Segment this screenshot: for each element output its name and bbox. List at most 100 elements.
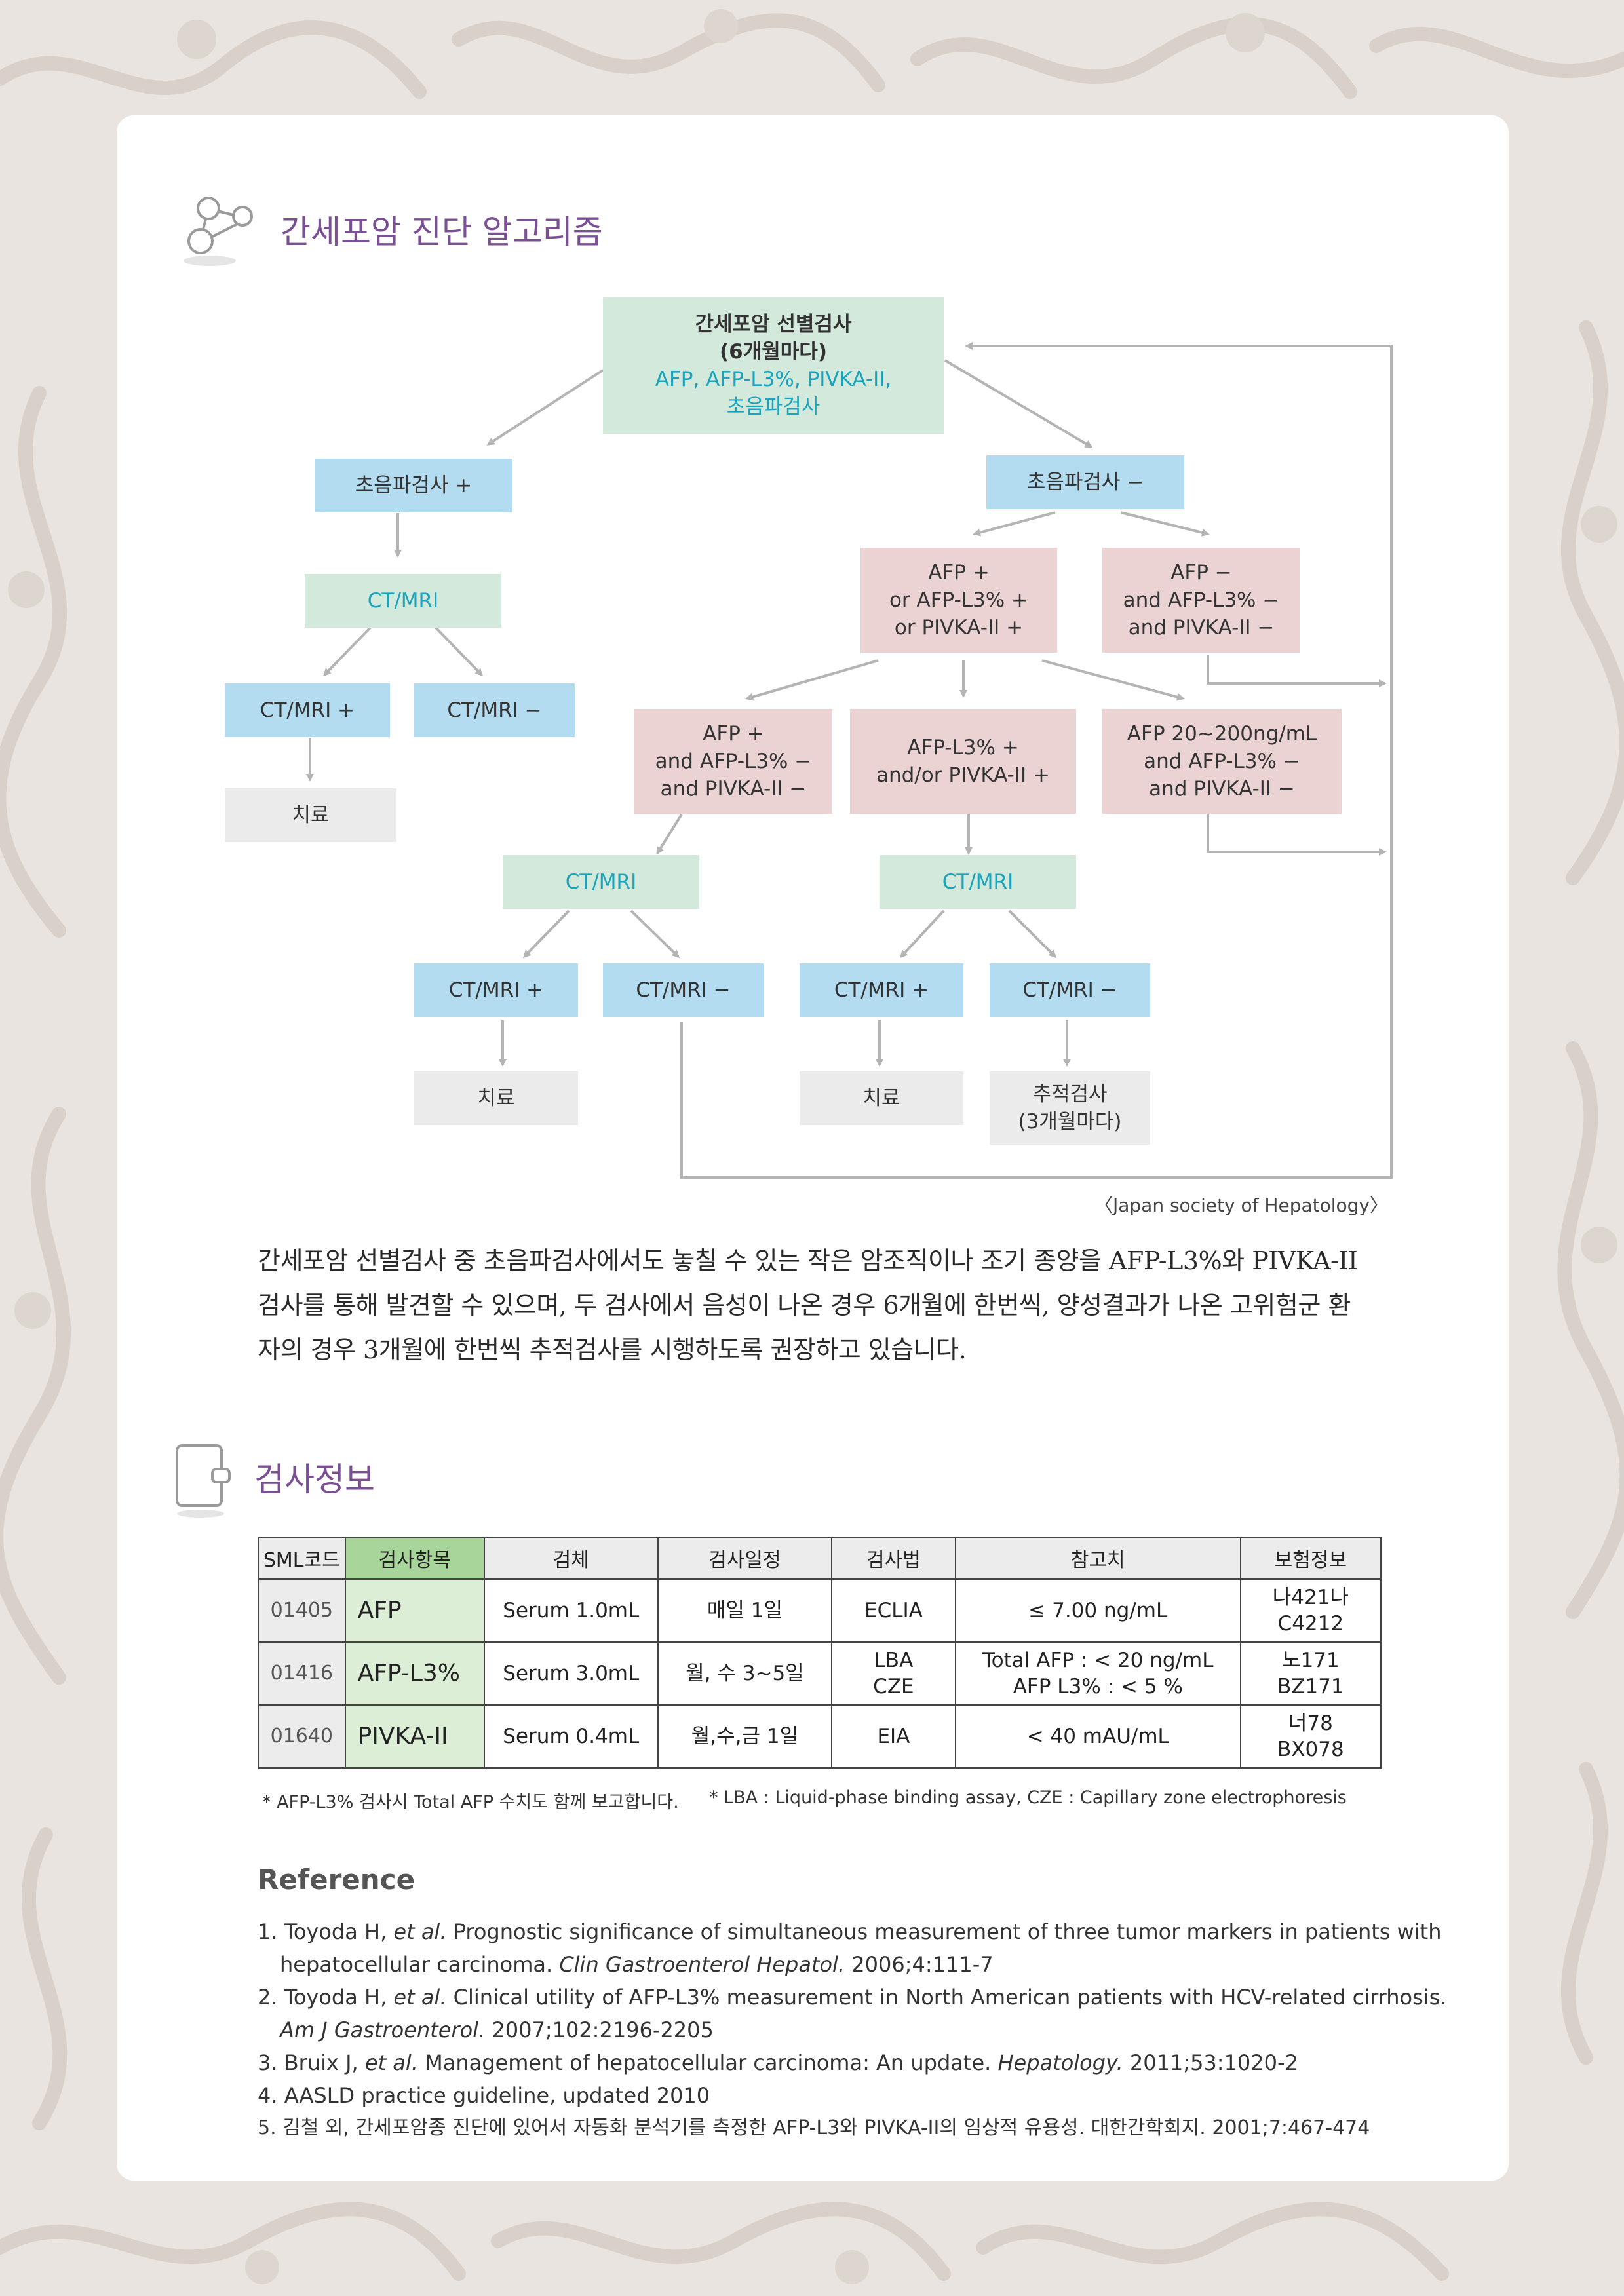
test-info-table: SML코드 검사항목 검체 검사일정 검사법 참고치 보험정보 01405 AF… (258, 1537, 1382, 1769)
screening-title: 간세포암 선별검사 (695, 313, 852, 336)
ref-text: 2006;4:111-7 (845, 1952, 994, 1977)
ctmri-b-positive-label: CT/MRI + (448, 978, 544, 1002)
reference-item: 2. Toyoda H, et al. Clinical utility of … (258, 1981, 1447, 2014)
ref-text: 2007;102:2196-2205 (485, 2018, 714, 2042)
reference-item-cont: hepatocellular carcinoma. Clin Gastroent… (258, 1948, 1447, 1981)
ultrasound-positive-box: 초음파검사 + (315, 459, 512, 512)
screening-tests-line2: 초음파검사 (726, 395, 821, 419)
cell-schedule: 월,수,금 1일 (657, 1704, 833, 1769)
l3-pivka-line: and/or PIVKA-II + (876, 763, 1050, 787)
document-tab-icon (176, 1444, 231, 1518)
ref-text: hepatocellular carcinoma. (280, 1952, 560, 1977)
reference-item: 3. Bruix J, et al. Management of hepatoc… (258, 2046, 1447, 2079)
insurance-value: C4212 (1277, 1612, 1344, 1636)
ref-italic: et al. (393, 1985, 447, 2010)
ref-text: 3. Bruix J, (258, 2050, 365, 2075)
ctmri-c-box: CT/MRI (880, 855, 1076, 909)
reference-value: Total AFP : < 20 ng/mL (982, 1649, 1214, 1672)
cell-reference: ≤ 7.00 ng/mL (954, 1578, 1241, 1643)
ctmri-c-positive-box: CT/MRI + (800, 963, 963, 1017)
ref-text: Management of hepatocellular carcinoma: … (417, 2050, 998, 2075)
reference-item: 1. Toyoda H, et al. Prognostic significa… (258, 1915, 1447, 1948)
footnote-methods: * LBA : Liquid-phase binding assay, CZE … (709, 1788, 1347, 1808)
table-row: 01640 PIVKA-II Serum 0.4mL 월,수,금 1일 EIA … (258, 1704, 1382, 1769)
cell-schedule: 월, 수 3~5일 (657, 1641, 833, 1706)
marker-negative-line: and AFP-L3% − (1123, 588, 1280, 612)
footnote-afp-l3: * AFP-L3% 검사시 Total AFP 수치도 함께 보고합니다. (262, 1792, 679, 1812)
cell-method: EIA (831, 1704, 956, 1769)
screening-interval: (6개월마다) (720, 340, 827, 364)
afp-range-line: AFP 20~200ng/mL (1127, 722, 1317, 746)
ctmri-c-negative-label: CT/MRI − (1022, 978, 1117, 1002)
insurance-value: 노171 (1281, 1649, 1340, 1672)
flowchart-connectors (306, 342, 1393, 1179)
test-info-heading: 검사정보 (254, 1461, 375, 1499)
source-caption: 〈Japan society of Hepatology〉 (1094, 1195, 1388, 1216)
ctmri-a-box: CT/MRI (305, 574, 501, 628)
reference-value: AFP L3% : < 5 % (1013, 1675, 1183, 1698)
ultrasound-positive-label: 초음파검사 + (355, 474, 473, 497)
ctmri-c-positive-label: CT/MRI + (834, 978, 929, 1002)
col-specimen: 검체 (483, 1537, 659, 1580)
cell-code: 01405 (258, 1578, 346, 1643)
cell-specimen: Serum 3.0mL (483, 1641, 659, 1706)
reference-item: 4. AASLD practice guideline, updated 201… (258, 2079, 1447, 2112)
followup-line: (3개월마다) (1018, 1110, 1122, 1134)
cell-specimen: Serum 0.4mL (483, 1704, 659, 1769)
table-header-row: SML코드 검사항목 검체 검사일정 검사법 참고치 보험정보 (258, 1537, 1382, 1580)
cell-code: 01416 (258, 1641, 346, 1706)
marker-negative-box: AFP − and AFP-L3% − and PIVKA-II − (1102, 548, 1300, 653)
description-line: 간세포암 선별검사 중 초음파검사에서도 놓칠 수 있는 작은 암조직이나 조기… (258, 1246, 1358, 1275)
col-schedule: 검사일정 (657, 1537, 833, 1580)
ultrasound-negative-box: 초음파검사 − (986, 455, 1184, 509)
l3-pivka-line: AFP-L3% + (907, 736, 1019, 759)
algorithm-heading: 간세포암 진단 알고리즘 (280, 213, 603, 251)
treatment-a-box: 치료 (225, 788, 396, 842)
ref-text: 5. 김철 외, 간세포암종 진단에 있어서 자동화 분석기를 측정한 AFP-… (258, 2116, 1370, 2139)
treatment-c-label: 치료 (862, 1086, 900, 1110)
cell-reference: < 40 mAU/mL (954, 1704, 1241, 1769)
ctmri-c-label: CT/MRI (942, 870, 1014, 894)
ref-text: 4. AASLD practice guideline, updated 201… (258, 2083, 710, 2108)
reference-list: 1. Toyoda H, et al. Prognostic significa… (258, 1915, 1447, 2145)
ref-text: 2011;53:1020-2 (1123, 2050, 1298, 2075)
col-reference: 참고치 (954, 1537, 1241, 1580)
treatment-a-label: 치료 (292, 803, 330, 827)
afp-range-line: and AFP-L3% − (1144, 750, 1300, 773)
cell-item: AFP (344, 1578, 485, 1643)
table-row: 01405 AFP Serum 1.0mL 매일 1일 ECLIA ≤ 7.00… (258, 1578, 1382, 1643)
cell-item: AFP-L3% (344, 1641, 485, 1706)
ctmri-a-negative-label: CT/MRI − (447, 698, 542, 722)
method-value: ECLIA (864, 1599, 923, 1622)
description-line: 자의 경우 3개월에 한번씩 추적검사를 시행하도록 권장하고 있습니다. (258, 1335, 967, 1364)
ctmri-b-negative-box: CT/MRI − (603, 963, 764, 1017)
l3-pivka-box: AFP-L3% + and/or PIVKA-II + (850, 709, 1076, 814)
ref-text: 1. Toyoda H, (258, 1919, 394, 1944)
marker-positive-line: or PIVKA-II + (894, 616, 1024, 640)
insurance-value: BX078 (1277, 1738, 1344, 1761)
ctmri-c-negative-box: CT/MRI − (990, 963, 1150, 1017)
ctmri-b-positive-box: CT/MRI + (414, 963, 578, 1017)
molecule-icon (184, 197, 253, 266)
col-insurance: 보험정보 (1239, 1537, 1382, 1580)
ctmri-a-negative-box: CT/MRI − (414, 683, 575, 737)
algorithm-description: 간세포암 선별검사 중 초음파검사에서도 놓칠 수 있는 작은 암조직이나 조기… (258, 1238, 1358, 1372)
col-sml-code: SML코드 (258, 1537, 346, 1580)
ctmri-a-positive-box: CT/MRI + (225, 683, 390, 737)
ctmri-a-label: CT/MRI (367, 589, 439, 613)
reference-title: Reference (258, 1864, 416, 1896)
marker-negative-line: AFP − (1170, 561, 1232, 584)
ref-text: Prognostic significance of simultaneous … (446, 1919, 1442, 1944)
method-value: EIA (877, 1725, 910, 1748)
afp-only-box: AFP + and AFP-L3% − and PIVKA-II − (634, 709, 832, 814)
ctmri-b-box: CT/MRI (503, 855, 699, 909)
followup-line: 추적검사 (1032, 1082, 1108, 1106)
ref-text: 2. Toyoda H, (258, 1985, 394, 2010)
screening-box: 간세포암 선별검사 (6개월마다) AFP, AFP-L3%, PIVKA-II… (603, 297, 944, 434)
marker-positive-line: or AFP-L3% + (889, 588, 1029, 612)
insurance-value: 너78 (1288, 1712, 1333, 1735)
